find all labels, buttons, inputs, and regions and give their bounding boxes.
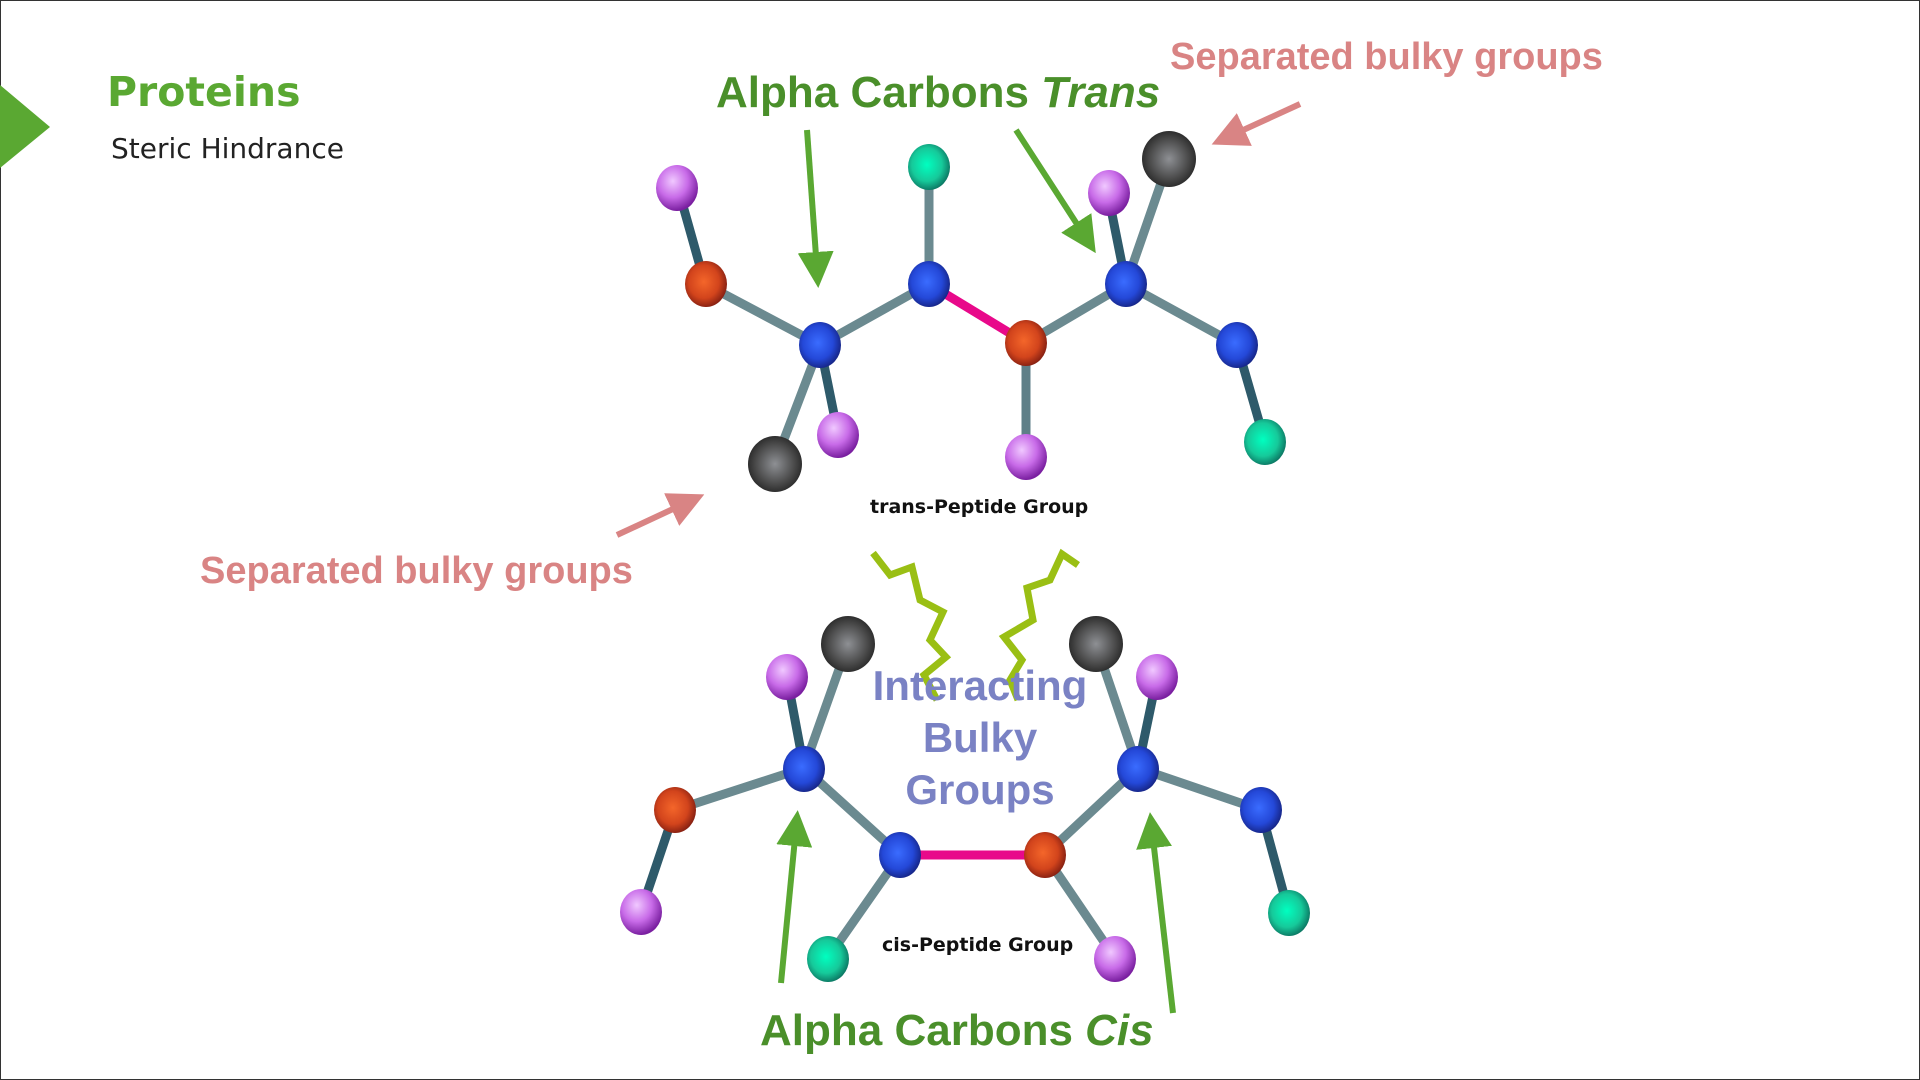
arrow-separated-top [1211, 101, 1302, 146]
atom-blue [1240, 787, 1282, 833]
slide-title: Proteins [107, 68, 301, 116]
label-line: Groups [905, 766, 1055, 813]
arrow-alpha-cis-right [1136, 812, 1176, 1014]
atom-alpha-carbon [783, 746, 825, 792]
zigzag-clash-icon [998, 548, 1080, 702]
atom-blue [1216, 322, 1258, 368]
label-alpha-carbons-cis: Alpha Carbons Cis [760, 1006, 1154, 1056]
atom-purple [620, 889, 662, 935]
atom-purple [1136, 654, 1178, 700]
label-text: Alpha Carbons [716, 68, 1042, 117]
label-text: Alpha Carbons [760, 1006, 1086, 1055]
label-interacting-bulky-groups: Interacting Bulky Groups [860, 660, 1100, 816]
bond [670, 763, 809, 815]
label-line: Interacting [872, 662, 1088, 709]
arrow-alpha-trans-right [1013, 128, 1096, 254]
atom-purple [817, 412, 859, 458]
label-separated-bulky-left: Separated bulky groups [200, 550, 633, 592]
label-emphasis: Cis [1085, 1006, 1154, 1055]
atom-bulky-gray [821, 616, 875, 672]
atom-purple [766, 654, 808, 700]
label-emphasis: Trans [1041, 68, 1161, 117]
atom-blue [879, 832, 921, 878]
atom-red [1005, 320, 1047, 366]
atom-blue [908, 261, 950, 307]
atom-alpha-carbon [1117, 746, 1159, 792]
arrow-alpha-trans-left [797, 129, 834, 288]
zigzag-clash-icon [870, 550, 952, 702]
atom-purple [656, 165, 698, 211]
label-alpha-carbons-trans: Alpha Carbons Trans [716, 68, 1160, 118]
atom-teal [1244, 419, 1286, 465]
trans-bonds [673, 155, 1270, 468]
atom-teal [1268, 890, 1310, 936]
label-cis-peptide-group: cis-Peptide Group [882, 934, 1074, 956]
atom-purple [1088, 170, 1130, 216]
slide-subtitle: Steric Hindrance [111, 132, 344, 165]
arrow-separated-left [615, 493, 705, 538]
label-trans-peptide-group: trans-Peptide Group [870, 496, 1089, 518]
atom-purple [1005, 434, 1047, 480]
atom-bulky-gray [748, 436, 802, 492]
atom-alpha-carbon [1105, 261, 1147, 307]
cis-atoms [620, 616, 1310, 982]
atom-bulky-gray [1142, 131, 1196, 187]
arrow-alpha-cis-left [776, 810, 813, 984]
trans-atoms [656, 131, 1286, 492]
slide-marker-triangle [0, 85, 50, 168]
atom-teal [908, 144, 950, 190]
label-line: Bulky [922, 714, 1038, 761]
bond [1133, 763, 1266, 815]
atom-red [1024, 832, 1066, 878]
atom-red [685, 261, 727, 307]
label-separated-bulky-top: Separated bulky groups [1170, 36, 1603, 78]
atom-alpha-carbon [799, 322, 841, 368]
atom-red [654, 787, 696, 833]
atom-teal [807, 936, 849, 982]
atom-bulky-gray [1069, 616, 1123, 672]
atom-purple [1094, 936, 1136, 982]
